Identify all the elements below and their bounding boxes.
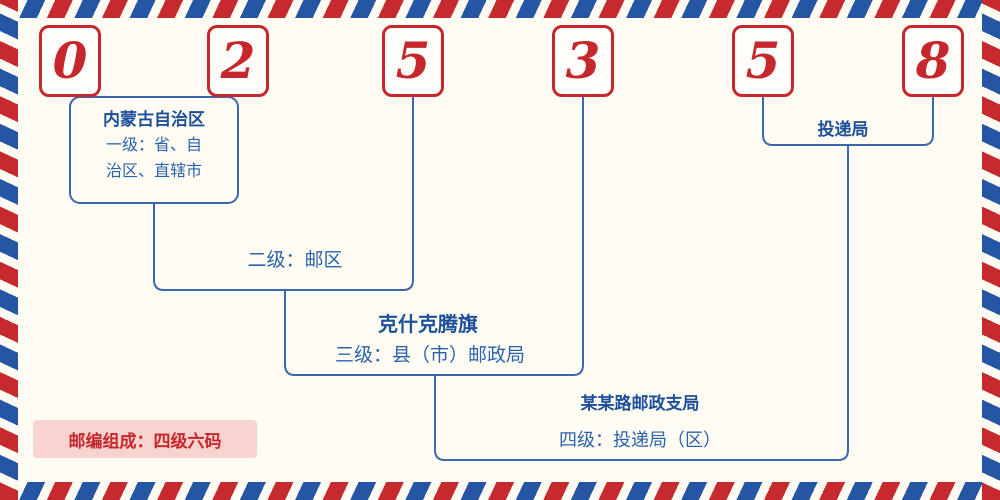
level4-bracket xyxy=(434,144,849,461)
digit-3: 5 xyxy=(395,31,431,90)
digit-box-5: 5 xyxy=(732,25,794,97)
digit-6: 8 xyxy=(915,31,951,90)
digit-box-3: 5 xyxy=(382,25,444,97)
delivery-office-label: 投递局 xyxy=(817,120,869,139)
airmail-border-top xyxy=(0,0,1000,18)
level1-label: 内蒙古自治区 一级：省、自 治区、直辖市 xyxy=(70,106,238,184)
digit-box-2: 2 xyxy=(207,25,269,97)
level4-name: 某某路邮政支局 xyxy=(580,394,700,413)
level2-label: 二级：邮区 xyxy=(247,250,343,271)
footer-note-text: 邮编组成：四级六码 xyxy=(68,431,222,451)
digit-box-4: 3 xyxy=(552,25,614,97)
level1-desc-line1: 一级：省、自 xyxy=(105,137,202,155)
level1-desc-line2: 治区、直辖市 xyxy=(105,162,202,180)
digit-1: 0 xyxy=(52,31,88,90)
digit-box-6: 8 xyxy=(902,25,964,97)
digit-2: 2 xyxy=(220,31,256,90)
airmail-border-right xyxy=(982,0,1000,500)
level3-name: 克什克腾旗 xyxy=(378,314,478,336)
airmail-border-bottom xyxy=(0,482,1000,500)
level4-label: 四级：投递局（区） xyxy=(559,430,721,450)
digit-4: 3 xyxy=(565,31,601,90)
level3-label: 三级：县（市）邮政局 xyxy=(334,345,526,366)
level2-bracket xyxy=(153,96,414,291)
airmail-border-left xyxy=(0,0,18,500)
level1-region-name: 内蒙古自治区 xyxy=(103,110,205,129)
footer-note-badge: 邮编组成：四级六码 xyxy=(33,420,257,458)
digit-box-1: 0 xyxy=(39,25,101,97)
digit-5: 5 xyxy=(745,31,781,90)
